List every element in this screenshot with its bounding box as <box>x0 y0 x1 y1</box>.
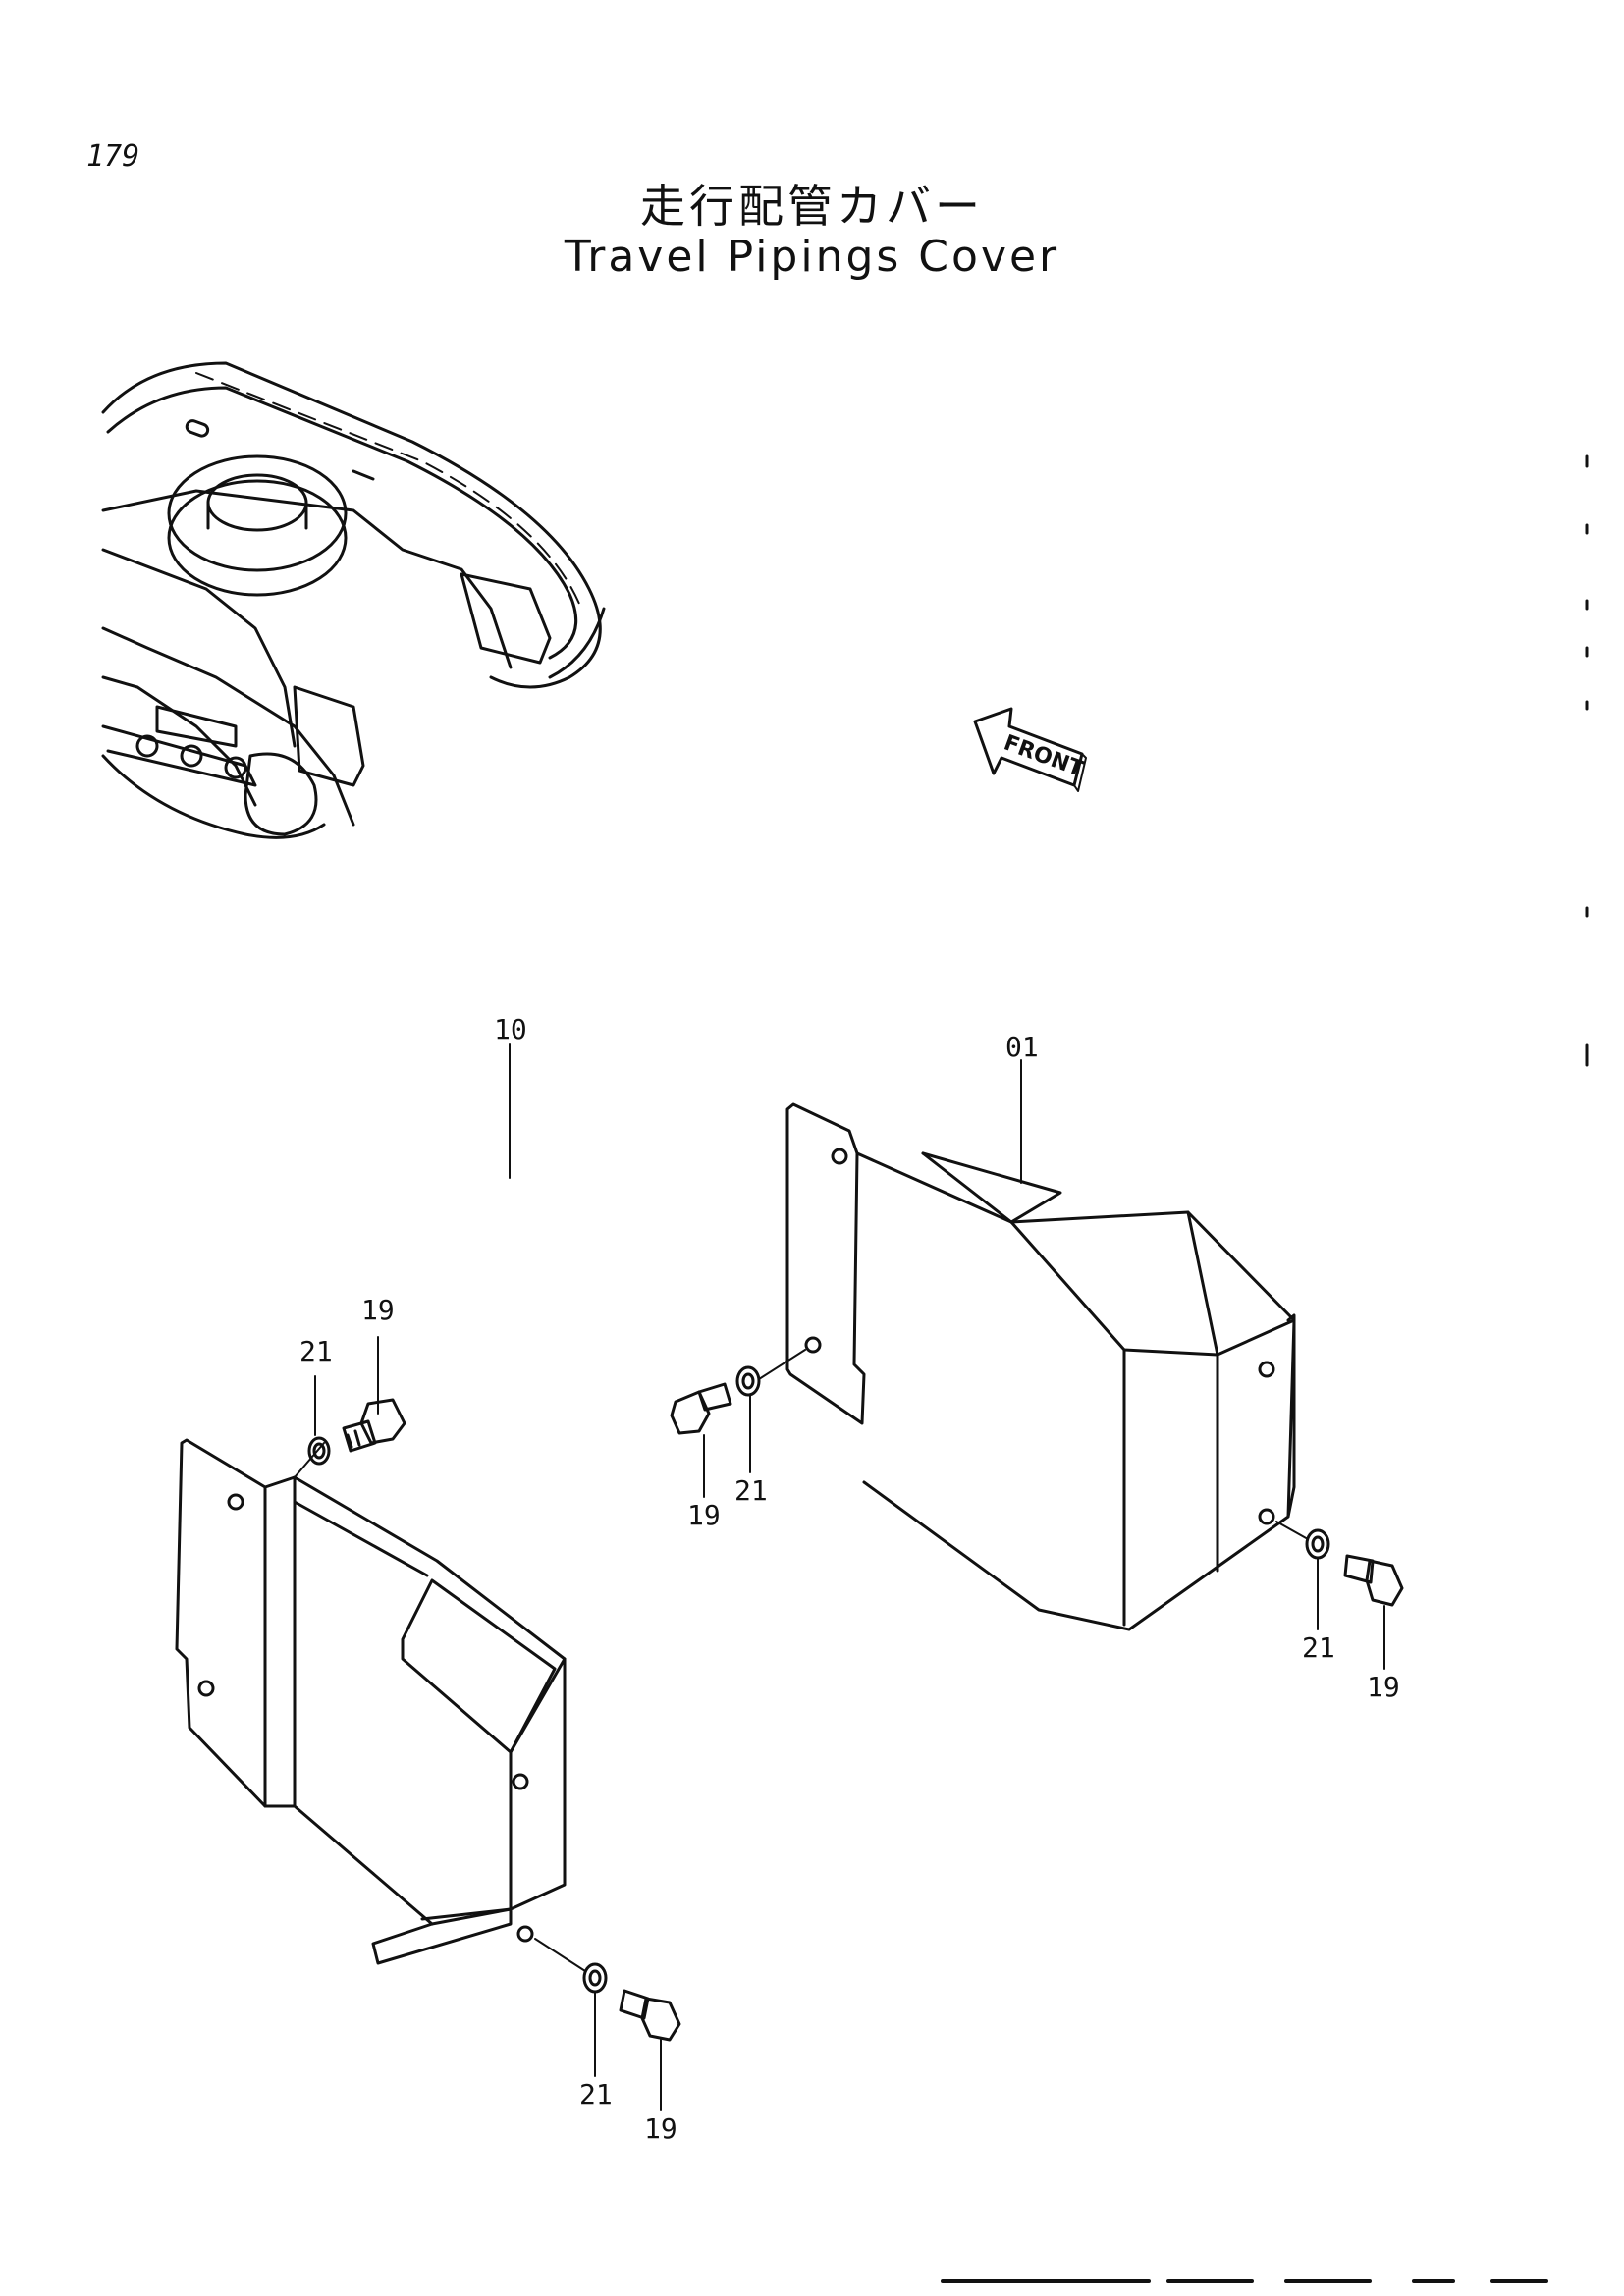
bolt-icon <box>619 1989 681 2042</box>
washer-icon <box>307 1436 331 1466</box>
washer-icon <box>735 1365 761 1397</box>
page-number: 179 <box>86 139 140 174</box>
bolt-icon <box>670 1382 732 1435</box>
callout-washer-left-bottom: 21 <box>579 2078 613 2110</box>
bolt-icon <box>342 1398 406 1453</box>
front-arrow-icon <box>973 707 1087 792</box>
washer-icon <box>582 1962 608 1994</box>
callout-bolt-right-left: 19 <box>687 1499 721 1531</box>
callout-washer-right-bottom: 21 <box>1302 1631 1335 1664</box>
undercarriage-illustration <box>101 361 606 839</box>
callout-cover-left: 10 <box>494 1013 527 1045</box>
callout-washer-left-top: 21 <box>299 1335 333 1367</box>
callout-cover-right: 01 <box>1005 1031 1039 1063</box>
callout-bolt-left-top: 19 <box>361 1294 395 1326</box>
leader-lines <box>314 1043 1385 2111</box>
callout-washer-right-left: 21 <box>734 1474 768 1507</box>
title-english: Travel Pipings Cover <box>564 232 1060 282</box>
cover-01-part <box>785 1102 1296 1631</box>
bolt-icon <box>1343 1554 1404 1607</box>
title-japanese: 走行配管カバー <box>640 180 984 233</box>
washer-icon <box>1305 1528 1330 1560</box>
callout-bolt-right-bottom: 19 <box>1367 1671 1400 1703</box>
cover-10-part <box>175 1438 567 1965</box>
callout-bolt-left-bottom: 19 <box>644 2112 677 2145</box>
